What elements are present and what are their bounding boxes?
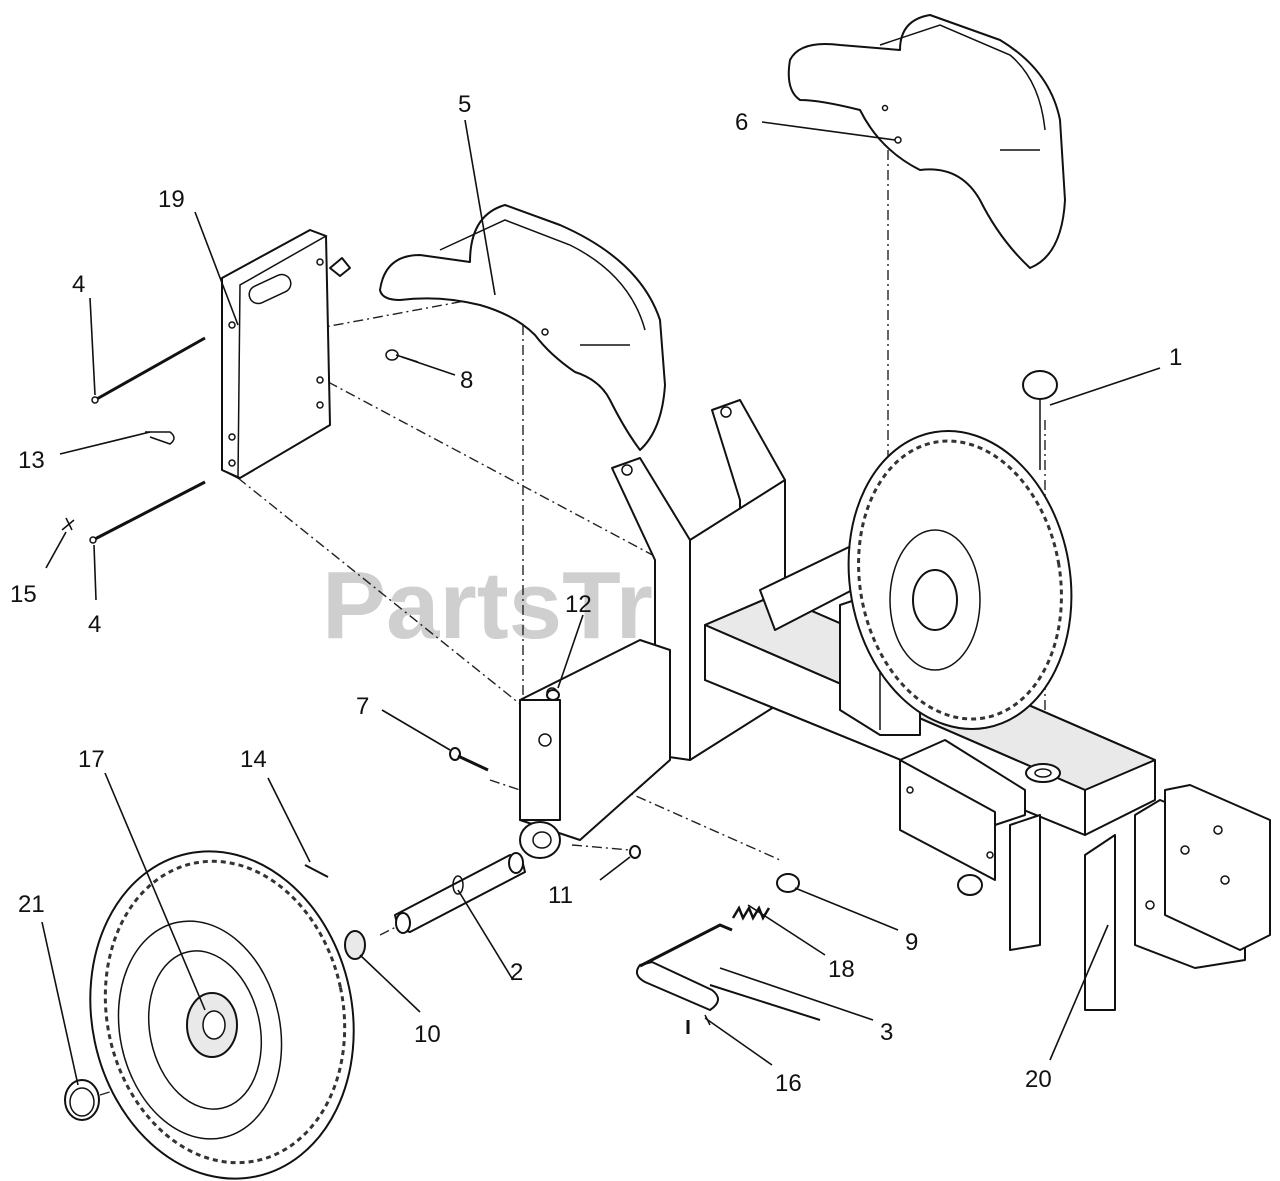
spring xyxy=(731,905,771,921)
set-screw xyxy=(686,1014,711,1034)
callout-18: 18 xyxy=(828,956,855,983)
callout-21: 21 xyxy=(18,891,45,918)
spacer xyxy=(776,873,800,893)
callout-19: 19 xyxy=(158,186,185,213)
callout-15: 15 xyxy=(10,581,37,608)
callout-5: 5 xyxy=(458,91,471,118)
bolt xyxy=(449,747,489,772)
callout-1: 1 xyxy=(1169,344,1182,371)
fender-rear xyxy=(787,14,1066,269)
cotter-pin xyxy=(304,864,329,878)
callout-20: 20 xyxy=(1025,1066,1052,1093)
leader-lines xyxy=(41,119,1161,1086)
hub-cap xyxy=(64,1079,100,1121)
callout-7: 7 xyxy=(356,693,369,720)
callout-11: 11 xyxy=(548,882,573,909)
hex-nut xyxy=(344,930,366,960)
wheel-rear xyxy=(847,430,1073,730)
knob xyxy=(1022,370,1058,470)
pin-upper xyxy=(91,336,206,404)
callout-14: 14 xyxy=(240,746,267,773)
wheel-front xyxy=(89,850,355,1180)
pin-lower xyxy=(89,480,206,544)
fender-front xyxy=(379,204,666,451)
callout-6: 6 xyxy=(735,109,748,136)
callout-12: 12 xyxy=(565,591,592,618)
callout-4-upper: 4 xyxy=(72,271,85,298)
assembly-lines xyxy=(99,150,1046,1096)
callout-3: 3 xyxy=(880,1019,893,1046)
callout-2: 2 xyxy=(510,959,523,986)
small-pin xyxy=(61,517,75,531)
callout-16: 16 xyxy=(775,1070,802,1097)
washer-top xyxy=(546,689,560,701)
bracket-plate xyxy=(221,229,351,480)
handle xyxy=(635,961,821,1021)
callout-8: 8 xyxy=(460,367,473,394)
hairpin-clip xyxy=(145,431,175,445)
washer-small xyxy=(629,845,641,859)
callout-13: 13 xyxy=(18,447,45,474)
callout-10: 10 xyxy=(414,1021,441,1048)
callout-9: 9 xyxy=(905,929,918,956)
callout-labels: 1 2 3 4 4 5 6 7 8 9 10 11 12 13 14 15 16… xyxy=(10,91,1182,1097)
callout-4-lower: 4 xyxy=(88,611,101,638)
callout-17: 17 xyxy=(78,746,105,773)
